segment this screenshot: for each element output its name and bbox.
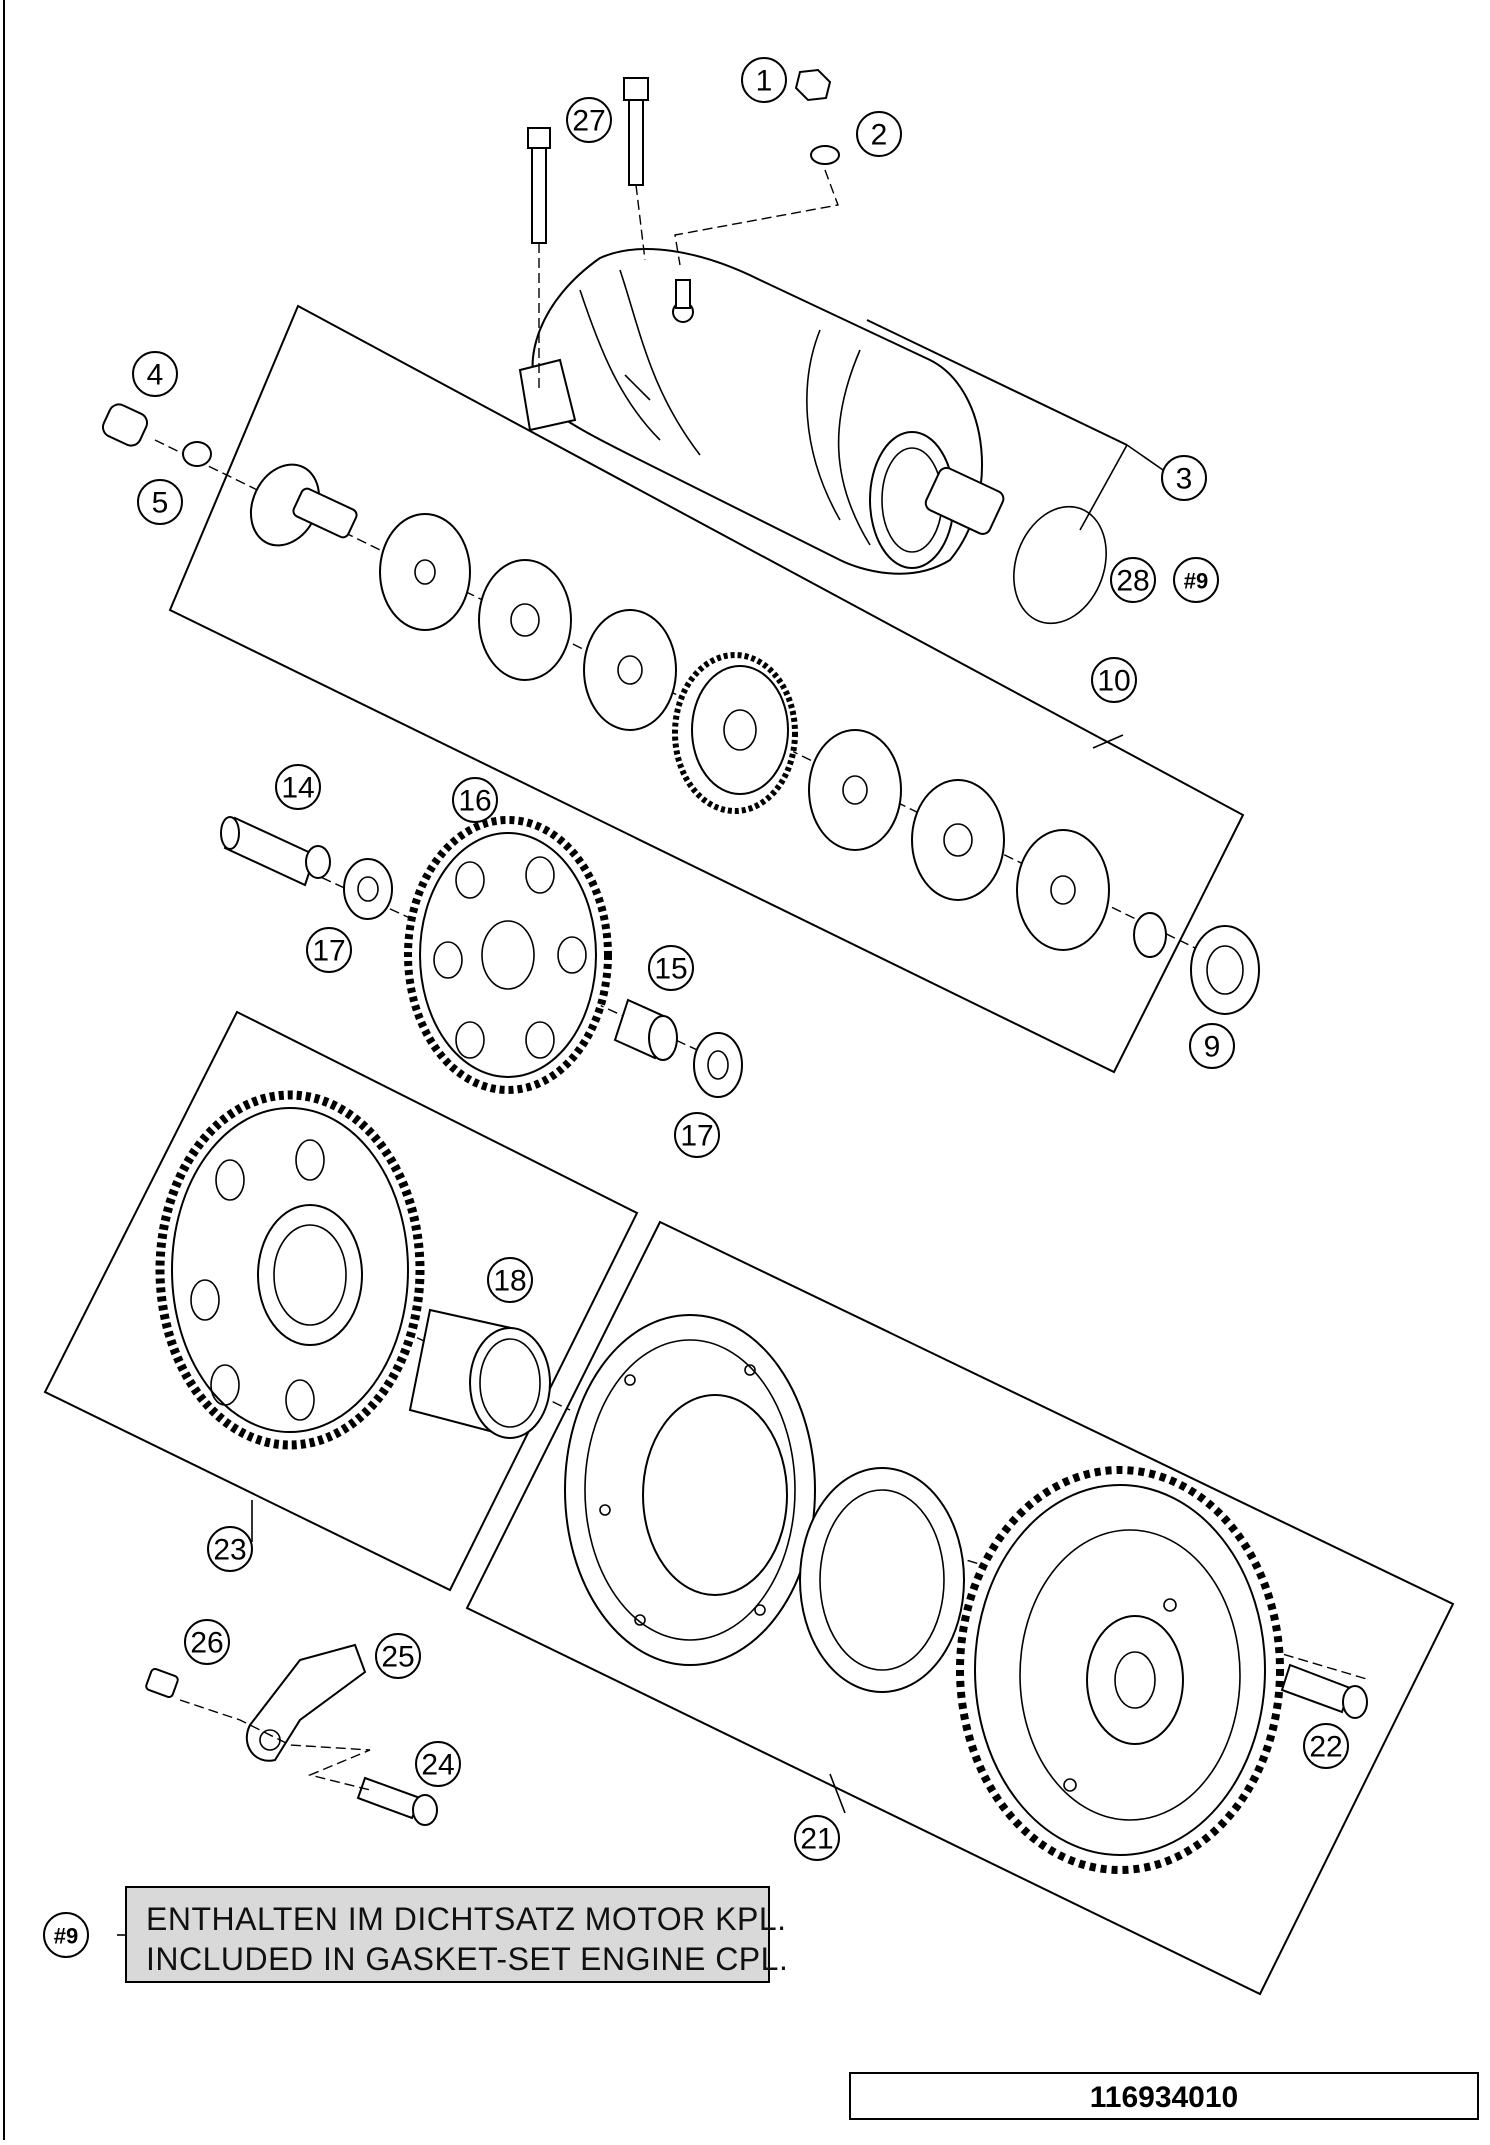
screw-22 xyxy=(1280,1663,1368,1719)
svg-text:24: 24 xyxy=(421,1749,454,1782)
svg-text:5: 5 xyxy=(152,487,169,520)
pinion-gear xyxy=(249,463,358,547)
callout-2: 2 xyxy=(856,111,902,157)
lock-disc-a xyxy=(478,559,572,681)
washer-disc-b xyxy=(583,609,677,731)
washer-5 xyxy=(182,441,212,467)
callout-17-lower: 17 xyxy=(674,1112,720,1158)
callout-27: 27 xyxy=(566,97,612,143)
document-number-box: 116934010 xyxy=(849,2072,1479,2120)
screw-24 xyxy=(356,1776,438,1826)
note-line-en: INCLUDED IN GASKET-SET ENGINE CPL. xyxy=(146,1941,788,1977)
callout-23: 23 xyxy=(207,1526,253,1572)
callout-18: 18 xyxy=(487,1257,533,1303)
document-number: 116934010 xyxy=(1090,2081,1239,2114)
frame-group-10 xyxy=(168,304,1245,1074)
svg-text:22: 22 xyxy=(1309,1731,1342,1764)
svg-text:3: 3 xyxy=(1176,463,1193,496)
svg-text:1: 1 xyxy=(756,65,773,98)
callout-22: 22 xyxy=(1303,1723,1349,1769)
callout-17-upper: 17 xyxy=(306,927,352,973)
callout-4: 4 xyxy=(132,351,178,397)
frame-group-3-side xyxy=(1079,444,1128,531)
shaft-14 xyxy=(220,816,317,887)
freewheel-ring xyxy=(799,1467,965,1693)
svg-text:17: 17 xyxy=(312,935,345,968)
axis-bolt-27-right xyxy=(635,184,646,261)
svg-text:#9: #9 xyxy=(1184,569,1208,594)
svg-text:4: 4 xyxy=(147,359,164,392)
gear-23 xyxy=(155,1090,425,1450)
svg-text:27: 27 xyxy=(572,105,605,138)
callout-note-9: #9 xyxy=(43,1912,89,1958)
svg-text:23: 23 xyxy=(213,1534,246,1567)
freewheel-housing xyxy=(564,1314,816,1666)
svg-text:21: 21 xyxy=(800,1823,833,1856)
svg-text:25: 25 xyxy=(381,1641,414,1674)
bearing-9 xyxy=(1190,925,1260,1015)
bolt-27-left xyxy=(527,127,551,244)
callout-9: 9 xyxy=(1189,1023,1235,1069)
frame-group-3-top xyxy=(866,319,1128,446)
leader-21 xyxy=(829,1773,846,1814)
callout-15: 15 xyxy=(648,945,694,991)
o-ring-28 xyxy=(1013,505,1107,625)
intermediate-gear xyxy=(672,652,798,814)
callout-1: 1 xyxy=(741,57,787,103)
svg-text:15: 15 xyxy=(654,953,687,986)
circlip xyxy=(1133,912,1167,958)
svg-text:14: 14 xyxy=(281,772,314,805)
screw-26 xyxy=(145,1668,179,1698)
svg-text:28: 28 xyxy=(1116,565,1149,598)
callout-28: 28 xyxy=(1110,557,1156,603)
callout-5: 5 xyxy=(137,479,183,525)
svg-text:2: 2 xyxy=(871,119,888,152)
svg-text:10: 10 xyxy=(1097,665,1130,698)
axis-nut-washer xyxy=(674,169,839,266)
washer-disc-a xyxy=(379,513,471,631)
starter-motor xyxy=(518,248,1005,575)
callout-26: 26 xyxy=(184,1619,230,1665)
callout-25: 25 xyxy=(375,1633,421,1679)
svg-text:9: 9 xyxy=(1204,1031,1221,1064)
gear-16 xyxy=(404,816,612,1094)
callout-24: 24 xyxy=(415,1741,461,1787)
washer-14-end xyxy=(305,845,331,879)
svg-text:17: 17 xyxy=(680,1120,713,1153)
callout-10: 10 xyxy=(1091,657,1137,703)
washer-disc-c xyxy=(808,729,902,851)
gasket-set-note: ENTHALTEN IM DICHTSATZ MOTOR KPL. INCLUD… xyxy=(125,1886,788,1983)
axis-small-parts xyxy=(179,1699,371,1791)
frame-group-23 xyxy=(43,1010,639,1592)
callout-gasket-9: #9 xyxy=(1173,557,1219,603)
callout-3: 3 xyxy=(1161,455,1207,501)
leader-10 xyxy=(1092,734,1124,749)
washer-disc-d xyxy=(1016,829,1110,951)
leader-3 xyxy=(1126,444,1164,471)
callout-16: 16 xyxy=(452,777,498,823)
svg-text:#9: #9 xyxy=(54,1924,78,1949)
washer-2 xyxy=(810,145,840,165)
svg-text:16: 16 xyxy=(458,785,491,818)
flywheel-rotor xyxy=(956,1466,1284,1874)
lever-25 xyxy=(245,1643,367,1762)
callout-14: 14 xyxy=(275,764,321,810)
leader-27 xyxy=(624,374,651,401)
bushing-18 xyxy=(408,1308,551,1439)
bolt-27-right xyxy=(623,77,649,186)
washer-17-upper xyxy=(343,858,393,920)
nut-1 xyxy=(794,68,832,102)
bushing-4 xyxy=(101,403,149,447)
svg-text:18: 18 xyxy=(493,1265,526,1298)
callout-21: 21 xyxy=(794,1815,840,1861)
frame-group-21 xyxy=(465,1220,1455,1996)
washer-17-lower xyxy=(693,1032,743,1098)
note-line-de: ENTHALTEN IM DICHTSATZ MOTOR KPL. xyxy=(146,1901,787,1937)
svg-text:26: 26 xyxy=(190,1627,223,1660)
lock-disc-b xyxy=(911,779,1005,901)
bushing-15 xyxy=(613,998,678,1061)
